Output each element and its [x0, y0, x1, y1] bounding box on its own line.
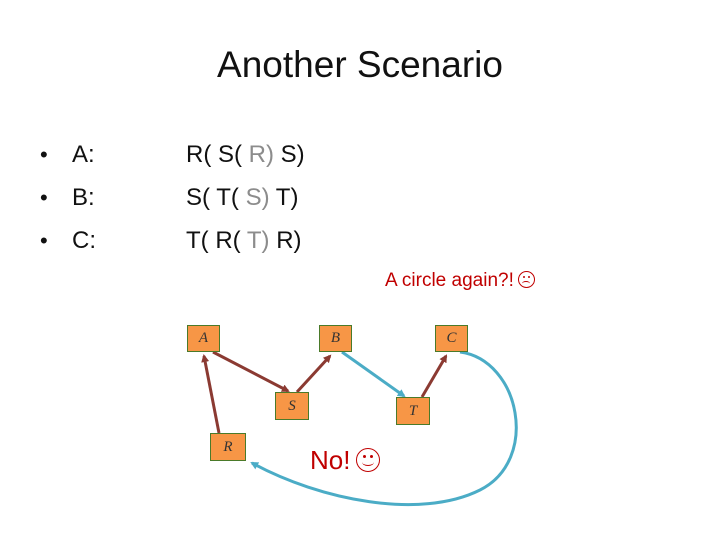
smiley-icon	[356, 448, 381, 472]
bullet-label: B:	[72, 184, 95, 211]
edge-c-to-r	[250, 350, 518, 506]
schedule-line-a: R( S( R) S)	[186, 133, 305, 176]
schedule-token-muted: S)	[245, 184, 270, 211]
graph-node-r: R	[210, 433, 246, 461]
schedule-token: S)	[274, 141, 305, 168]
edge-s-to-b	[295, 354, 332, 394]
graph-node-b: B	[319, 325, 352, 352]
bullet-item-b: • B:	[40, 176, 96, 219]
bullet-dot-icon: •	[40, 185, 48, 210]
bullet-dot-icon: •	[40, 228, 48, 253]
schedule-token: T)	[269, 184, 299, 211]
schedule-token: R( S(	[186, 141, 249, 168]
bullet-label: A:	[72, 141, 95, 168]
graph-node-s: S	[275, 392, 309, 420]
graph-node-t: T	[396, 397, 430, 425]
callout-text: A circle again?!	[385, 270, 514, 291]
schedule-token: S( T(	[186, 184, 246, 211]
slide-title: Another Scenario	[217, 44, 503, 85]
schedule-line-c: T( R( T) R)	[186, 219, 305, 262]
bullet-item-a: • A:	[40, 133, 96, 176]
edge-t-to-c	[420, 354, 448, 398]
conclusion-text: No!	[310, 445, 351, 475]
graph-node-a: A	[187, 325, 220, 352]
bullet-dot-icon: •	[40, 142, 48, 167]
bullet-item-c: • C:	[40, 219, 96, 262]
circle-callout: A circle again?!	[385, 270, 535, 292]
edge-r-to-a	[201, 354, 221, 434]
graph-node-c: C	[435, 325, 468, 352]
edge-a-to-s	[212, 350, 290, 393]
schedule-token: R)	[269, 227, 302, 254]
schedule-token-muted: T)	[246, 227, 270, 254]
conclusion: No!	[310, 445, 381, 476]
schedule-token-muted: R)	[248, 141, 274, 168]
schedule-token: T( R(	[186, 227, 247, 254]
schedule-line-b: S( T( S) T)	[186, 176, 305, 219]
sad-face-icon	[517, 271, 535, 288]
edge-b-to-t	[341, 350, 406, 398]
bullet-list: • A: • B: • C:	[40, 133, 96, 262]
bullet-label: C:	[72, 227, 96, 254]
schedule-list: R( S( R) S) S( T( S) T) T( R( T) R)	[186, 133, 305, 262]
